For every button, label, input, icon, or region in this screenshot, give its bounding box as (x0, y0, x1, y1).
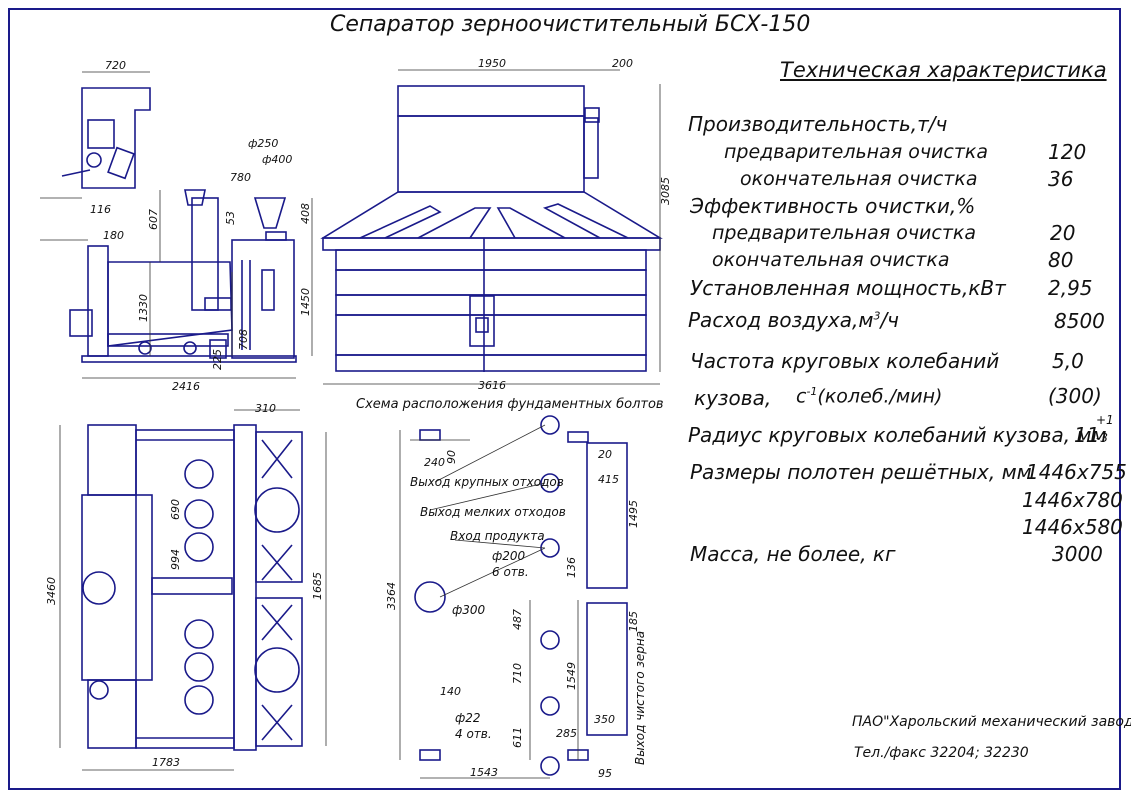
dim-180: 180 (103, 229, 124, 242)
dim-116: 116 (90, 203, 111, 216)
dim-708: 708 (237, 329, 250, 350)
dim-3616: 3616 (478, 379, 506, 392)
air-value: 8500 (1054, 309, 1105, 333)
dim-3364: 3364 (385, 582, 398, 610)
sieve-size-2: 1446х780 (1022, 488, 1123, 512)
radius-label: Радиус круговых колебаний кузова, мм (688, 423, 1107, 447)
freq-label-1: Частота круговых колебаний (690, 349, 1000, 373)
dim-2416: 2416 (172, 380, 200, 393)
dim-350: 350 (594, 713, 615, 726)
freq-value-2: (300) (1048, 384, 1102, 408)
dim-d400: ф400 (262, 153, 293, 166)
sieve-size-3: 1446х580 (1022, 515, 1123, 539)
drawing-title: Сепаратор зерноочистительный БСХ-150 (330, 12, 811, 37)
dim-95: 95 (598, 767, 612, 780)
product-inlet: Вход продукта (450, 529, 545, 543)
dim-780: 780 (230, 171, 251, 184)
dim-487: 487 (511, 609, 524, 630)
eff-pre-label: предварительная очистка (712, 222, 977, 244)
efficiency-label: Эффективность очистки,% (690, 194, 976, 218)
dim-140: 140 (440, 685, 461, 698)
sieve-size-1: 1446х755 (1026, 460, 1127, 484)
pre-clean-value: 120 (1048, 140, 1087, 164)
dim-240: 240 (424, 456, 445, 469)
holes-200-count: 6 отв. (492, 565, 529, 579)
dim-611: 611 (511, 727, 524, 748)
eff-final-value: 80 (1048, 248, 1074, 272)
radius-tol-down: -3 (1096, 431, 1108, 445)
front-view (320, 85, 663, 372)
dim-3460: 3460 (45, 577, 58, 605)
dim-415: 415 (598, 473, 619, 486)
dim-1495: 1495 (627, 500, 640, 528)
dim-310: 310 (255, 402, 276, 415)
dim-20: 20 (598, 448, 612, 461)
dim-720: 720 (105, 59, 126, 72)
mass-label: Масса, не более, кг (690, 542, 896, 566)
mass-value: 3000 (1052, 542, 1103, 566)
dim-1549: 1549 (565, 662, 578, 690)
holes-200-label: ф200 (492, 549, 526, 563)
plan-view (81, 424, 303, 751)
productivity-label: Производительность,т/ч (688, 112, 948, 136)
dim-994: 994 (169, 549, 182, 570)
dim-1543: 1543 (470, 766, 498, 779)
dim-690: 690 (169, 499, 182, 520)
dim-d250: ф250 (248, 137, 279, 150)
radius-value: 11 (1074, 423, 1100, 447)
dim-3085: 3085 (659, 177, 672, 205)
drawing-frame (8, 8, 1121, 790)
side-view (61, 87, 297, 363)
dim-185: 185 (627, 611, 640, 632)
eff-pre-value: 20 (1050, 221, 1076, 245)
dim-1783: 1783 (152, 756, 180, 769)
bolt-22-count: 4 отв. (455, 727, 492, 741)
dim-225: 225 (211, 349, 224, 370)
sieve-label: Размеры полотен решётных, мм (690, 460, 1032, 484)
power-value: 2,95 (1048, 276, 1093, 300)
foundation-caption: Схема расположения фундаментных болтов (356, 397, 664, 412)
dim-607: 607 (147, 209, 160, 230)
dim-710: 710 (511, 663, 524, 684)
pre-clean-label: предварительная очистка (724, 141, 989, 163)
clean-grain-outlet: Выход чистого зерна (633, 630, 647, 765)
final-clean-label: окончательная очистка (740, 168, 978, 190)
freq-unit: с-1(колеб./мин) (796, 385, 943, 408)
company-name: ПАО"Харольский механический завод" (852, 714, 1131, 730)
dim-285: 285 (556, 727, 577, 740)
dim-1685: 1685 (311, 572, 324, 600)
dim-1330: 1330 (137, 294, 150, 322)
fine-waste-outlet: Выход мелких отходов (420, 505, 566, 519)
dim-1450: 1450 (299, 288, 312, 316)
dim-136: 136 (565, 557, 578, 578)
dim-1950: 1950 (478, 57, 506, 70)
phone-fax: Тел./факс 32204; 32230 (854, 745, 1029, 761)
dim-90: 90 (445, 450, 458, 464)
dim-53: 53 (224, 211, 237, 225)
spec-heading: Техническая характеристика (780, 58, 1107, 82)
dim-408: 408 (299, 203, 312, 224)
bolt-22-label: ф22 (455, 711, 481, 725)
hole-300-label: ф300 (452, 603, 486, 617)
dim-200: 200 (612, 57, 633, 70)
freq-value-1: 5,0 (1052, 349, 1084, 373)
freq-label-2: кузова, (694, 386, 772, 410)
power-label: Установленная мощность,кВт (690, 276, 1006, 300)
final-clean-value: 36 (1048, 167, 1074, 191)
radius-tol-up: +1 (1096, 413, 1114, 427)
eff-final-label: окончательная очистка (712, 249, 950, 271)
coarse-waste-outlet: Выход крупных отходов (410, 475, 564, 489)
air-label: Расход воздуха,м3/ч (688, 308, 899, 332)
